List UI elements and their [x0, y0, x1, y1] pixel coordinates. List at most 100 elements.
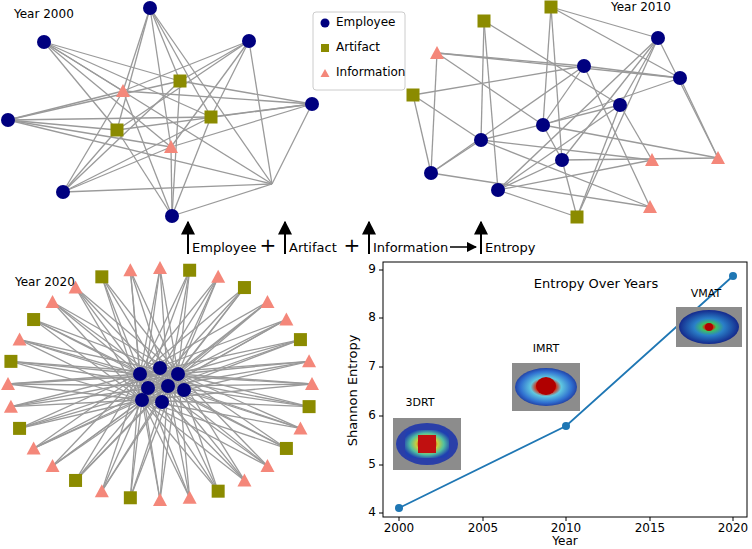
network-2010 [407, 1, 726, 224]
x-tick-label: 2015 [635, 522, 666, 536]
net-2020-information-triangle [279, 313, 293, 326]
net-2020-information-triangle [153, 493, 167, 506]
net-2010-link [481, 21, 484, 140]
net-2010-information-triangle [643, 200, 657, 213]
legend-information-marker [321, 69, 330, 77]
net-2010-link [484, 21, 498, 190]
net-2010-artifact-square [407, 89, 420, 102]
plus-sign: + [260, 234, 277, 257]
net-2000-link [117, 130, 172, 216]
net-2000-employee-dot [1, 113, 15, 127]
net-2020-link [53, 302, 140, 374]
formula-term: Employee [192, 241, 256, 256]
net-2020-link [8, 384, 142, 400]
legend-artifact-marker [321, 44, 329, 52]
net-2010-employee-dot [673, 71, 687, 85]
net-2020-information-triangle [27, 441, 41, 454]
net-2020-artifact-square [27, 313, 40, 326]
panel-title: Year 2020 [15, 276, 75, 290]
net-2020-information-triangle [46, 459, 60, 472]
net-2020-information-triangle [260, 295, 274, 308]
net-2020-information-triangle [302, 354, 316, 367]
net-2020-employee-dot [161, 379, 175, 393]
net-2010-link [437, 53, 680, 78]
net-2020-link [102, 277, 140, 374]
net-2000-link [180, 81, 312, 104]
net-2000-link [63, 147, 171, 192]
net-2000-link [211, 41, 249, 117]
net-2010-link [680, 78, 718, 158]
dose-thumbnail-3drt [393, 418, 461, 470]
net-2000-link [8, 117, 211, 120]
net-2020-artifact-square [212, 485, 225, 498]
y-axis-title: Shannon Entropy [347, 334, 362, 446]
net-2010-employee-dot [424, 166, 438, 180]
net-2000-link [8, 120, 171, 147]
net-2020-employee-dot [133, 367, 147, 381]
net-2000-link [63, 91, 123, 192]
net-2000-employee-dot [56, 185, 70, 199]
method-label: IMRT [533, 343, 559, 356]
net-2000-link [44, 42, 272, 184]
y-tick-label: 5 [368, 458, 376, 472]
legend-employee-marker [321, 19, 330, 28]
net-2020-employee-dot [177, 383, 191, 397]
net-2010-employee-dot [555, 153, 569, 167]
net-2010-link [562, 160, 577, 217]
net-2000-employee-dot [165, 209, 179, 223]
net-2020-link [53, 386, 168, 466]
net-2020-link [168, 302, 267, 386]
net-2020-link [76, 374, 178, 480]
net-2000-employee-dot [305, 97, 319, 111]
net-2000-link [8, 81, 180, 120]
net-2020-link [11, 400, 142, 407]
net-2020-link [160, 374, 178, 500]
net-2020-artifact-square [13, 422, 26, 435]
net-2010-link [577, 105, 620, 217]
net-2020-link [130, 386, 168, 498]
net-2020-information-triangle [13, 333, 27, 346]
formula-term: Entropy [485, 241, 536, 256]
net-2000-artifact-square [205, 111, 218, 124]
net-2000-link [44, 42, 180, 81]
net-2010-information-triangle [711, 151, 725, 164]
net-2010-link [551, 7, 562, 160]
network-2000 [1, 1, 319, 223]
net-2010-link [413, 95, 431, 173]
net-2010-employee-dot [491, 183, 505, 197]
net-2010-link [413, 66, 584, 95]
net-2010-link [620, 105, 652, 160]
net-2000-artifact-square [174, 75, 187, 88]
net-2020-employee-dot [135, 393, 149, 407]
entropy-chart [379, 262, 747, 521]
formula-term: Information [373, 241, 448, 256]
net-2010-link [577, 38, 658, 217]
net-2010-employee-dot [474, 133, 488, 147]
net-2020-information-triangle [95, 484, 109, 497]
dose-thumbnail-imrt [512, 363, 580, 411]
net-2020-link [178, 340, 300, 374]
net-2020-artifact-square [294, 333, 307, 346]
net-2010-artifact-square [571, 211, 584, 224]
net-2020-employee-dot [171, 367, 185, 381]
net-2000-link [44, 42, 117, 130]
net-2000-employee-dot [143, 1, 157, 15]
net-2000-information-triangle [164, 140, 178, 153]
net-2000-link [117, 104, 312, 130]
net-2000-link [8, 120, 272, 184]
net-2020-information-triangle [293, 421, 307, 434]
dose-thumbnail-vmat [676, 307, 742, 347]
net-2000-artifact-square [111, 124, 124, 137]
net-2000-link [272, 104, 312, 184]
net-2000-link [150, 8, 272, 184]
net-2010-employee-dot [536, 118, 550, 132]
net-2020-link [76, 288, 142, 400]
x-tick-label: 2000 [384, 522, 415, 536]
net-2000-link [63, 81, 180, 192]
net-2020-information-triangle [153, 261, 167, 274]
y-tick-label: 7 [368, 360, 376, 374]
net-2010-link [431, 53, 437, 173]
net-2000-link [172, 117, 211, 216]
